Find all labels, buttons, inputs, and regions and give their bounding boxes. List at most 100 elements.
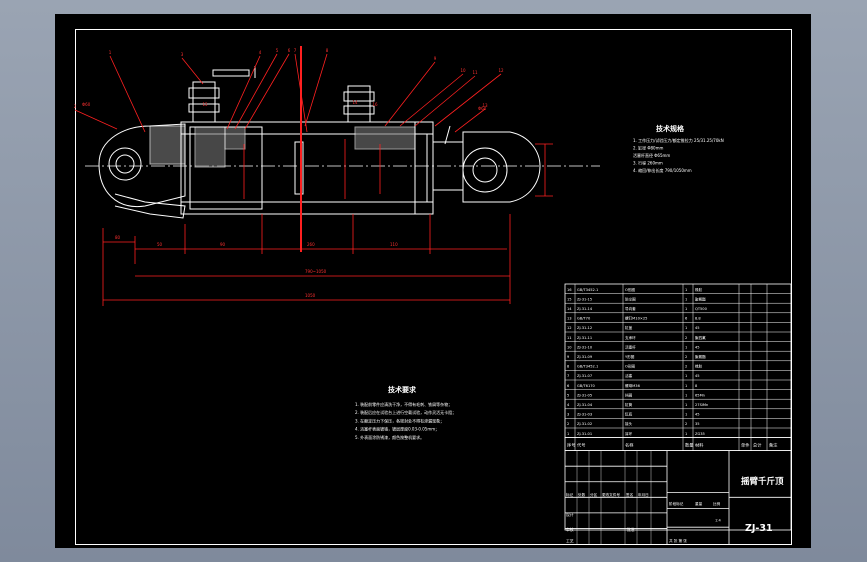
cylinder-barrel <box>180 121 434 215</box>
tech-param-line: 3. 行程 260mm <box>633 160 663 166</box>
title-block-label: 分区 <box>590 492 598 497</box>
bom-cell: 缸盖 <box>625 325 633 330</box>
drawing-frame <box>75 29 792 545</box>
tech-param-line: 2. 缸径 Φ80mm <box>633 145 663 151</box>
bom-cell: ZJ-31-04 <box>577 403 593 407</box>
tech-params: 1. 工作压力/试验压力/额定推拉力 25/31.25/70kN 2. 缸径 Φ8… <box>633 137 724 173</box>
bom-cell: 6 <box>567 384 570 388</box>
bom-cell: 9 <box>567 355 570 359</box>
dim-retracted: 790~1050 <box>305 269 327 274</box>
balloon-label: 10 <box>460 68 466 73</box>
balloon-label: 3 <box>181 52 184 57</box>
bom-header-cell: 代号 <box>577 442 585 449</box>
dim-seg1: 50 <box>157 242 163 247</box>
dim-seg2: 90 <box>220 242 226 247</box>
dimension-lines <box>74 53 553 306</box>
tech-param-line: 4. 缩回/伸出长度 790/1050mm <box>633 167 692 173</box>
tech-req-line: 3. 在额定压力下保压，各密封处不得有渗漏现象； <box>355 417 444 423</box>
bom-cell: 65Mn <box>695 393 705 397</box>
balloon-label: 5 <box>276 48 279 53</box>
bom-cell: O形圈 <box>625 287 635 292</box>
bom-cell: 1 <box>567 432 569 436</box>
bom-cell: 1 <box>685 384 687 388</box>
bom-cell: 1 <box>685 374 687 378</box>
dim-stroke: 260 <box>307 242 315 247</box>
bom-cell: 1 <box>685 288 687 292</box>
bom-cell: 2 <box>685 336 687 340</box>
bom-cell: 2 <box>685 422 687 426</box>
bom-cell: ZJ-31-07 <box>577 374 592 378</box>
bom-cell: 13 <box>567 317 572 321</box>
bom-cell: 缸底 <box>625 412 633 417</box>
bom-cell: 35 <box>695 422 700 426</box>
bom-cell: ZG35 <box>695 432 705 436</box>
bom-header-cell: 数量 <box>685 442 693 449</box>
title-block-frame <box>564 450 792 531</box>
bom-cell: 2 <box>567 422 569 426</box>
tech-param-line: 1. 工作压力/试验压力/额定推拉力 25/31.25/70kN <box>633 137 724 143</box>
dim-left: 80 <box>115 235 121 240</box>
bom-cell: GB/T3452.1 <box>577 288 598 292</box>
bom-cell: ZJ-31-12 <box>577 326 592 330</box>
bom-cell: 橡胶 <box>695 287 703 292</box>
title-block-approve: 批准 <box>627 527 635 532</box>
bom-cell: ZJ-31-01 <box>577 432 592 436</box>
bom-cell: 45 <box>695 326 700 330</box>
balloon-label: 8 <box>326 48 329 53</box>
title-block-scale-value: 1:4 <box>715 519 721 523</box>
tech-req-line: 5. 外表面涂防锈漆，颜色按整机要求。 <box>355 434 424 440</box>
title-block-label: 年月日 <box>638 492 649 497</box>
balloon-label: 11 <box>472 70 478 75</box>
bom-cell: 8 <box>567 365 570 369</box>
bom-cell: 45 <box>695 345 700 349</box>
tech-reqs: 1. 装配前零件应清洗干净，不得有毛刺、铁屑等杂物； 2. 装配后应在试验台上进行… <box>355 401 456 440</box>
title-block-check: 审核 <box>566 527 574 532</box>
bom-cell: 1 <box>685 307 687 311</box>
bom-cell: 1 <box>685 297 687 301</box>
bom-cell: 橡胶 <box>695 364 703 369</box>
drawing-title: 摇臂千斤顶 <box>741 476 784 487</box>
bom-cell: 螺母M36 <box>625 383 641 388</box>
bom-cell: ZJ-31-02 <box>577 422 592 426</box>
tech-reqs-title: 技术要求 <box>388 385 417 394</box>
tech-req-line: 1. 装配前零件应清洗干净，不得有毛刺、铁屑等杂物； <box>355 401 452 407</box>
bom-cell: 1 <box>685 326 687 330</box>
bom-cell: 16 <box>567 288 572 292</box>
bom-cell: 防尘圈 <box>625 296 636 301</box>
drawing-code: ZJ-31 <box>745 523 773 534</box>
bom-cell: 挡圈 <box>625 392 633 397</box>
bom-cell: 缸筒 <box>625 402 633 407</box>
bom-header-cell: 序号 <box>567 442 575 449</box>
bom-cell: 15 <box>567 297 572 301</box>
tech-req-line: 2. 装配后应在试验台上进行空载试验，动作灵活无卡阻； <box>355 409 456 415</box>
bom-cell: 27SiMn <box>695 403 708 407</box>
bom-cell: 3 <box>567 413 569 417</box>
bom-cell: 11 <box>567 336 572 340</box>
bom-cell: 聚氨酯 <box>695 354 706 359</box>
bom-cell: 螺钉M10×25 <box>625 316 647 321</box>
balloon-label: 16 <box>372 102 378 107</box>
bom-header-cell: 名称 <box>625 442 633 449</box>
bom-cell: 1 <box>685 413 687 417</box>
title-block-label: 标记 <box>566 492 574 497</box>
dim-phi-right: Φ60 <box>478 106 487 111</box>
balloon-label: 13 <box>482 103 488 108</box>
oil-ports <box>188 66 375 123</box>
balloon-label: 12 <box>498 68 504 73</box>
bom-header-cell: 单件 <box>741 442 749 449</box>
bom-cell: ZJ-31-05 <box>577 393 592 397</box>
title-block-sheets: 共 张 第 张 <box>669 538 687 543</box>
bom-cell: 12 <box>567 326 572 330</box>
piston-rod <box>432 125 541 203</box>
bom-cell: GB/T3452.1 <box>577 365 598 369</box>
bom-cell: 8 <box>695 384 698 388</box>
bom-cell: QT500 <box>695 307 708 311</box>
balloon-label: 1 <box>109 50 112 55</box>
left-clevis <box>98 123 186 219</box>
bom-cell: 聚氨酯 <box>695 296 706 301</box>
bom-cell: Y形圈 <box>625 354 635 359</box>
bom-cell: ZJ-31-15 <box>577 297 592 301</box>
balloon-label: 6 <box>288 48 291 53</box>
bom-cell: 活塞杆 <box>625 344 636 349</box>
